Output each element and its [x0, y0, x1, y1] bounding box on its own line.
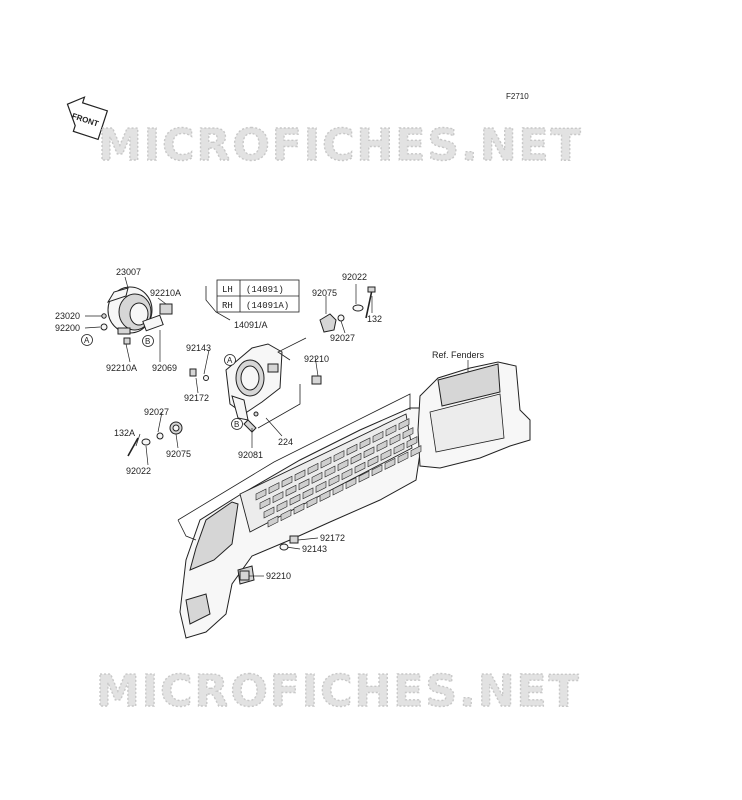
grille-slat: [319, 489, 331, 502]
grille-slat: [410, 445, 422, 458]
grille-slat: [350, 452, 362, 465]
svg-text:A: A: [84, 336, 90, 345]
grille-slat: [289, 493, 301, 506]
ref-marker-a-bracket: A: [224, 354, 236, 366]
grille-slat: [363, 446, 375, 459]
grille-slat: [324, 465, 336, 478]
callout-92210-mid: 92210: [304, 354, 329, 364]
grille-slat: [371, 464, 383, 477]
left-fasteners: [127, 368, 259, 457]
grille-slat: [328, 474, 340, 487]
side-table-rh-part: (14091A): [246, 301, 289, 311]
grille-slat: [311, 471, 323, 484]
watermark-bottom: MICROFICHES.NET: [96, 666, 581, 717]
headlight-bracket: [225, 343, 283, 421]
grille-slat: [358, 470, 370, 483]
callout-92210a-lower: 92210A: [106, 363, 137, 373]
grille-slat: [306, 496, 318, 509]
grille-slat: [346, 443, 358, 456]
callout-92172-top: 92172: [184, 393, 209, 403]
grille-slat: [402, 427, 414, 440]
grille-slat: [389, 433, 401, 446]
leader-lines: [84, 276, 469, 577]
grille-slat: [341, 468, 353, 481]
callout-92027-left: 92027: [144, 407, 169, 417]
front-arrow-icon: FRONT: [66, 96, 109, 141]
callout-92022-left: 92022: [126, 466, 151, 476]
svg-text:B: B: [234, 420, 239, 429]
callout-92143-front: 92143: [302, 544, 327, 554]
grille-slat: [298, 478, 310, 491]
callout-92210a-upper: 92210A: [150, 288, 181, 298]
callout-23020: 23020: [55, 311, 80, 321]
svg-text:B: B: [145, 337, 150, 346]
watermark-top: MICROFICHES.NET: [98, 120, 583, 171]
grille-slat: [332, 483, 344, 496]
grille-slats: [255, 418, 422, 528]
callout-132a: 132A: [114, 428, 135, 438]
callout-92075-top: 92075: [312, 288, 337, 298]
grille-slat: [406, 436, 418, 449]
callout-92022-top: 92022: [342, 272, 367, 282]
callout-92081: 92081: [238, 450, 263, 460]
grille-slat: [398, 418, 410, 431]
grille-slat: [315, 480, 327, 493]
grille-slat: [294, 469, 306, 482]
grille-slat: [320, 456, 332, 469]
svg-text:A: A: [227, 356, 233, 365]
grille-slat: [263, 506, 275, 519]
grille-slat: [280, 509, 292, 522]
grille-slat: [333, 450, 345, 463]
callout-92200: 92200: [55, 323, 80, 333]
grille-slat: [384, 457, 396, 470]
side-table-rh: RH: [222, 301, 233, 311]
grille-slat: [367, 455, 379, 468]
grille-slat: [302, 487, 314, 500]
grille-slat: [397, 451, 409, 464]
headlight-assembly: [100, 286, 173, 345]
grille-slat: [293, 502, 305, 515]
ref-marker-b-left: B: [142, 335, 154, 347]
side-table-lh: LH: [222, 285, 233, 295]
callout-132: 132: [367, 314, 382, 324]
grille-slat: [267, 515, 279, 528]
top-fasteners: [311, 286, 376, 385]
grille-slat: [354, 461, 366, 474]
callout-224: 224: [278, 437, 293, 447]
callout-92075-left: 92075: [166, 449, 191, 459]
callout-92027-top: 92027: [330, 333, 355, 343]
grille-slat: [268, 482, 280, 495]
grille-slat: [307, 462, 319, 475]
grille-slat: [376, 439, 388, 452]
callout-92172-front: 92172: [320, 533, 345, 543]
grille-slat: [345, 477, 357, 490]
grille-slat: [285, 484, 297, 497]
figure-code: F2710: [506, 92, 529, 101]
grille-slat: [385, 424, 397, 437]
grille-slat: [359, 437, 371, 450]
callout-14091-a: 14091/A: [234, 320, 268, 330]
reference-label-fenders: Ref. Fenders: [432, 350, 485, 360]
grille-slat: [259, 497, 271, 510]
grille-slat: [337, 459, 349, 472]
grille-slat: [276, 500, 288, 513]
callout-23007: 23007: [116, 267, 141, 277]
grille-slat: [372, 430, 384, 443]
grille-slat: [393, 442, 405, 455]
grille-slat: [255, 488, 267, 501]
callout-92143-top: 92143: [186, 343, 211, 353]
callout-92069: 92069: [152, 363, 177, 373]
callout-92210-front: 92210: [266, 571, 291, 581]
side-table: LH (14091) RH (14091A): [216, 279, 300, 313]
ref-marker-a-left: A: [81, 334, 93, 346]
grille-slat: [380, 448, 392, 461]
panel-fasteners: [239, 535, 299, 581]
side-table-lh-part: (14091): [246, 285, 284, 295]
ref-marker-b-bracket: B: [231, 418, 243, 430]
grille-slat: [281, 475, 293, 488]
fender-reference-part: [417, 361, 531, 469]
grille-slat: [272, 491, 284, 504]
